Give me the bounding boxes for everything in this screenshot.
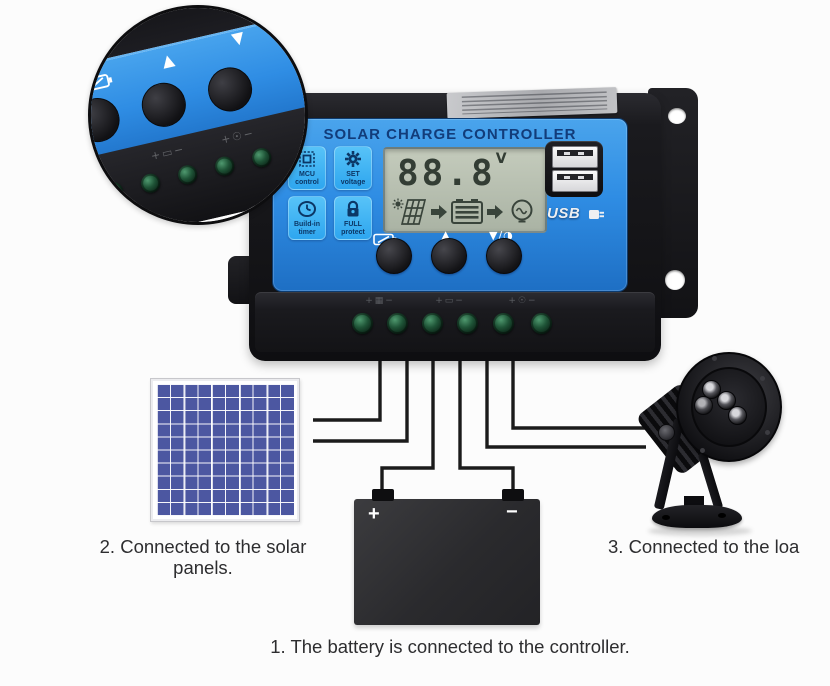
rim-screw <box>700 448 705 453</box>
down-button <box>486 238 522 274</box>
pivot-knob <box>658 424 675 441</box>
solar-cells <box>156 384 294 516</box>
solar-panel <box>150 378 300 522</box>
terminal-screw <box>213 154 237 178</box>
up-button <box>137 78 191 132</box>
wire-solar-plus <box>313 356 382 422</box>
tile-label: FULL <box>344 221 362 228</box>
wire-load-minus <box>511 356 646 430</box>
terminal-screw <box>352 313 373 334</box>
battery-terminal-mark: +▭− <box>149 142 187 163</box>
up-button <box>431 238 467 274</box>
tile-label: protect <box>341 228 365 236</box>
tile-label: control <box>295 178 319 186</box>
up-arrow-label: ▲ <box>159 49 177 71</box>
tile-label: Build-in <box>293 221 321 228</box>
select-button <box>376 238 412 274</box>
rim-screw <box>765 430 770 435</box>
screw-hole-icon <box>668 108 686 124</box>
base-hole <box>718 513 726 518</box>
usb-plug-icon <box>589 208 606 225</box>
usb-port-icon <box>552 146 598 168</box>
lcd-voltage-unit: V <box>495 151 507 167</box>
inset-faceplate: ▲ ▼ <box>91 8 305 168</box>
load-terminal-mark: +☉− <box>219 126 257 147</box>
wire-battery-plus <box>380 356 435 499</box>
led-lens <box>717 391 736 410</box>
tile-label: SET <box>346 171 360 178</box>
base-shadow <box>648 526 752 536</box>
led-spotlight <box>635 340 830 550</box>
battery-negative-terminal <box>502 489 524 501</box>
lcd-display: 88.8V <box>383 147 547 233</box>
mounting-base <box>652 505 742 528</box>
caption-load: 3. Connected to the loa <box>608 536 800 557</box>
zoom-inset-circle: ▲ ▼ +▦− +▭− +☉− <box>88 5 308 225</box>
tile-label: MCU <box>299 171 315 178</box>
caption-line: panels. <box>173 557 233 578</box>
battery-terminal-mark: +▭− <box>435 296 465 306</box>
terminal-screw <box>387 313 408 334</box>
terminal-screw <box>176 163 200 187</box>
rim-screw <box>712 356 717 361</box>
screw-hole-icon <box>665 270 685 290</box>
usb-ports <box>545 141 603 197</box>
terminal-screw <box>493 313 514 334</box>
spec-sticker <box>446 87 618 119</box>
load-terminal-mark: +☉− <box>508 296 538 306</box>
base-hole <box>662 515 670 520</box>
terminal-screw <box>422 313 443 334</box>
terminal-screw <box>457 313 478 334</box>
battery-mode-icon <box>91 72 116 98</box>
terminal-screw <box>531 313 552 334</box>
down-arrow-label: ▼ <box>229 27 246 49</box>
led-lens <box>728 406 747 425</box>
caption-battery: 1. The battery is connected to the contr… <box>270 636 630 657</box>
caption-line: 2. Connected to the solar <box>99 536 307 557</box>
plus-sign: + <box>368 503 380 525</box>
terminal-screw <box>102 180 126 204</box>
lock-icon <box>335 199 371 221</box>
usb-port-icon <box>552 170 598 192</box>
tile-label: timer <box>298 228 316 236</box>
led-lens <box>702 380 721 399</box>
battery-positive-terminal <box>372 489 394 501</box>
terminal-screw <box>139 171 163 195</box>
wire-battery-minus <box>458 356 515 499</box>
wire-load-plus <box>485 356 646 449</box>
charge-flow-icons <box>392 198 533 225</box>
select-button <box>91 93 124 147</box>
gear-icon <box>335 149 371 171</box>
wire-solar-minus <box>313 356 409 443</box>
terminal-block: +▦− +▭− +☉− <box>255 292 655 352</box>
sticker-text-lines <box>462 91 608 115</box>
solar-terminal-mark: +▦− <box>365 296 395 306</box>
battery: + − <box>354 489 540 625</box>
terminal-screw <box>250 146 274 169</box>
rim-screw <box>760 376 765 381</box>
up-arrow-label: ▲ <box>441 228 451 242</box>
usb-label: USB <box>547 205 581 222</box>
caption-solar-panels: 2. Connected to the solar panels. <box>95 536 311 578</box>
down-button <box>203 63 257 116</box>
minus-sign: − <box>506 501 518 523</box>
tile-label: voltage <box>340 178 366 186</box>
led-lens <box>694 396 713 415</box>
controller-title: SOLAR CHARGE CONTROLLER <box>323 126 577 143</box>
lcd-voltage-value: 88.8 <box>397 153 496 194</box>
